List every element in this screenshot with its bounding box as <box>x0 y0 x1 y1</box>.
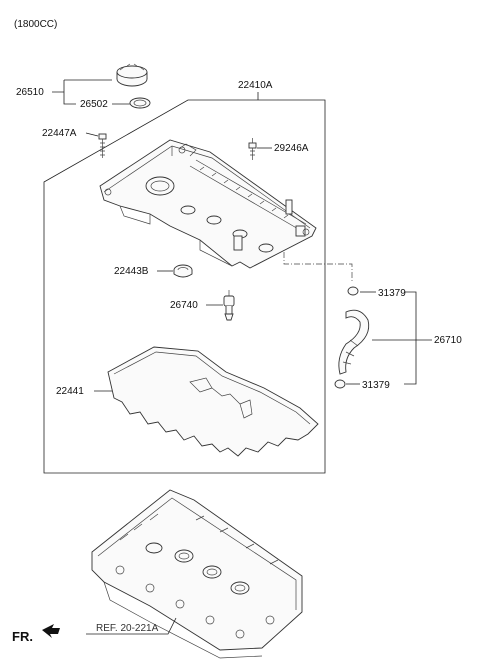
label-29246A: 29246A <box>274 143 309 154</box>
spark-plug-seal[interactable] <box>173 264 193 278</box>
label-31379-top: 31379 <box>378 288 406 299</box>
valve-cover[interactable] <box>99 139 317 269</box>
label-26740: 26740 <box>170 300 198 311</box>
front-direction-label: FR. <box>12 629 33 644</box>
cover-bolt[interactable] <box>98 133 107 158</box>
breather-hose[interactable] <box>338 309 370 375</box>
filler-cap-gasket[interactable] <box>129 97 151 109</box>
label-26510: 26510 <box>16 87 44 98</box>
label-31379-bottom: 31379 <box>362 380 390 391</box>
cover-stud[interactable] <box>248 138 257 160</box>
assembly-box <box>43 99 326 474</box>
engine-size-label: (1800CC) <box>14 19 57 30</box>
label-26502: 26502 <box>80 99 108 110</box>
front-arrow-icon <box>42 624 60 638</box>
leader-26510 <box>52 79 130 105</box>
oil-filler-cap[interactable] <box>116 63 148 87</box>
label-22410A: 22410A <box>238 80 273 91</box>
leader-26710 <box>372 291 432 385</box>
reference-label: REF. 20-221A <box>96 623 159 634</box>
label-22441: 22441 <box>56 386 84 397</box>
pcv-valve[interactable] <box>223 290 235 321</box>
hose-clamp-bottom[interactable] <box>334 379 346 389</box>
cylinder-head <box>91 489 303 659</box>
leader-22447A <box>85 132 99 137</box>
cover-gasket[interactable] <box>107 346 319 457</box>
label-22447A: 22447A <box>42 128 77 139</box>
label-22443B: 22443B <box>114 266 149 277</box>
breather-dashed-line <box>283 252 353 282</box>
hose-clamp-top[interactable] <box>347 286 359 296</box>
leader-ref <box>86 617 177 635</box>
label-26710: 26710 <box>434 335 462 346</box>
